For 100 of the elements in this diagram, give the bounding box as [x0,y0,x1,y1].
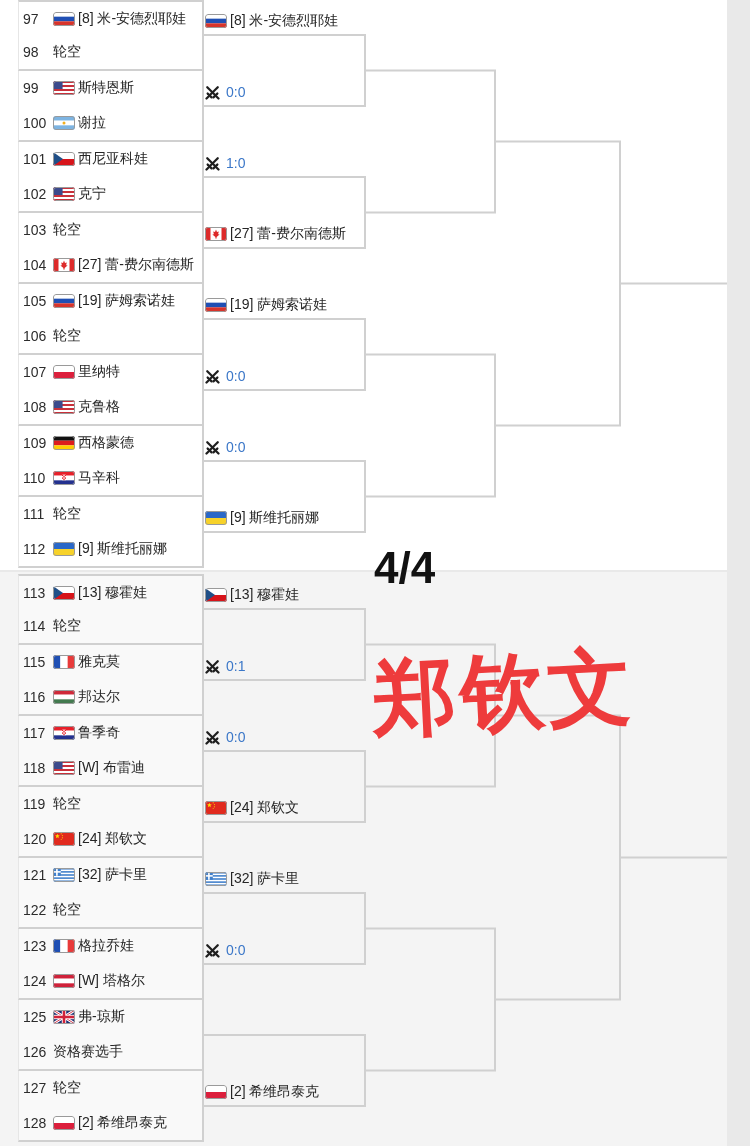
score: 0:0 [226,439,246,455]
draw-number: 121 [23,867,48,884]
draw-number: 109 [23,435,48,452]
draw-number: 106 [23,327,48,344]
player-name: 轮空 [53,505,81,524]
player-name: 西格蒙德 [78,434,134,453]
player-name: 克鲁格 [78,397,120,416]
bracket-line [364,175,366,250]
draw-number: 114 [23,618,47,635]
match-box [18,284,204,355]
player-name: [27] 蕾-费尔南德斯 [230,225,346,243]
draw-number: 124 [23,972,48,989]
draw-number: 119 [23,796,47,813]
draw-number: 107 [23,364,48,381]
player-name: [32] 萨卡里 [78,866,148,885]
player-name: 格拉乔娃 [78,937,134,956]
draw-number: 104 [23,256,48,273]
player-name: 轮空 [53,617,81,636]
player-name: 谢拉 [78,113,106,132]
score: 0:0 [226,84,246,100]
player-name: [2] 希维昂泰克 [78,1113,168,1132]
draw-number: 98 [23,44,40,61]
match-box [18,0,204,71]
player-name: 邦达尔 [78,687,120,706]
match-box [18,858,204,929]
match-box [18,355,204,426]
match-box [18,574,204,645]
bracket-line [364,1033,366,1108]
player-name: [13] 穆霍娃 [230,586,300,604]
player-name: 西尼亚科娃 [78,150,148,169]
draw-number: 113 [23,584,47,601]
player-name: 里纳特 [78,363,120,382]
match-box [18,929,204,1000]
draw-number: 108 [23,398,48,415]
player-name: [19] 萨姆索诺娃 [78,292,176,311]
draw-number: 101 [23,151,48,168]
player-name: [27] 蕾-费尔南德斯 [78,255,194,274]
bracket-line [364,33,366,108]
player-name: [2] 希维昂泰克 [230,1083,320,1101]
player-name: [8] 米-安德烈耶娃 [230,12,339,30]
match-box [18,497,204,568]
player-name: 轮空 [53,1079,81,1098]
player-name: 轮空 [53,326,81,345]
match-box [18,1071,204,1142]
draw-number: 115 [23,654,47,671]
draw-number: 102 [23,185,48,202]
draw-number: 122 [23,901,48,918]
draw-number: 103 [23,222,48,239]
player-name: 雅克莫 [78,653,120,672]
bracket-line [364,607,366,682]
player-name: 克宁 [78,184,106,203]
score: 0:1 [226,658,246,674]
bracket-line [364,317,366,392]
score: 1:0 [226,155,246,171]
player-name: [13] 穆霍娃 [78,583,148,602]
draw-number: 110 [23,469,47,486]
draw-number: 125 [23,1009,48,1026]
player-name: [19] 萨姆索诺娃 [230,296,328,314]
player-name: [9] 斯维托丽娜 [230,509,320,527]
match-box [18,1000,204,1071]
match-box [18,426,204,497]
player-name: 斯特恩斯 [78,79,134,98]
match-box [18,142,204,213]
player-name: [24] 郑钦文 [78,829,148,848]
score: 0:0 [226,729,246,745]
player-name: 轮空 [53,43,81,62]
player-name: [32] 萨卡里 [230,870,300,888]
match-box [18,71,204,142]
player-name: [W] 布雷迪 [78,758,145,777]
draw-number: 128 [23,1114,48,1131]
player-name: [8] 米-安德烈耶娃 [78,9,187,28]
draw-number: 127 [23,1080,48,1097]
draw-number: 120 [23,830,48,847]
player-name: 轮空 [53,221,81,240]
player-name: 弗-琼斯 [78,1008,125,1027]
player-name: 轮空 [53,795,81,814]
draw-number: 126 [23,1043,48,1060]
player-name: 轮空 [53,900,81,919]
highlight-caption: 郑钦文 [369,641,639,744]
player-name: [24] 郑钦文 [230,799,300,817]
match-box [18,213,204,284]
page-number: 4/4 [374,546,436,590]
draw-number: 99 [23,80,40,97]
bracket-line [364,749,366,824]
draw-number: 117 [23,725,47,742]
draw-number: 123 [23,938,48,955]
bracket-line [364,891,366,966]
match-box [18,645,204,716]
draw-number: 118 [23,759,47,776]
player-name: 鲁季奇 [78,724,120,743]
draw-number: 100 [23,114,48,131]
score: 0:0 [226,368,246,384]
draw-number: 97 [23,10,40,27]
bracket-line [364,459,366,534]
player-name: [9] 斯维托丽娜 [78,539,168,558]
draw-number: 105 [23,293,48,310]
match-box [18,787,204,858]
match-box [18,716,204,787]
draw-number: 116 [23,688,47,705]
score: 0:0 [226,942,246,958]
